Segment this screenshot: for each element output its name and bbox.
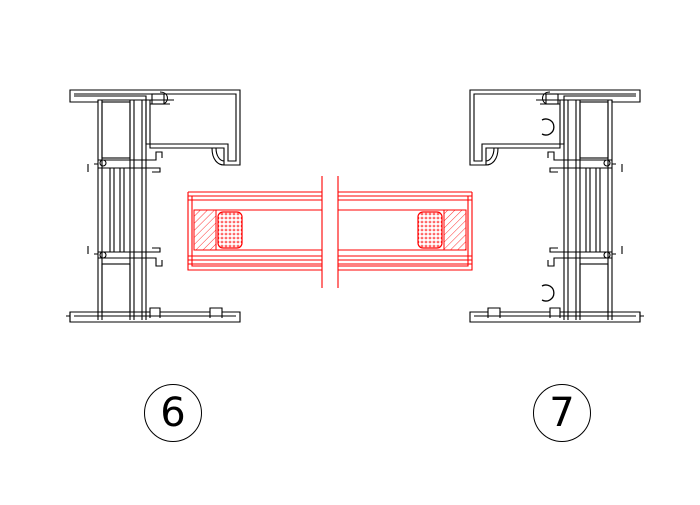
right-frame-profile [469,89,644,323]
right-spacer [417,209,467,251]
callout-7-number: 7 [549,390,575,436]
callout-6: 6 [144,384,202,442]
center-break-lines [321,176,339,288]
callout-7: 7 [533,384,591,442]
left-frame-profile [66,89,241,323]
callout-6-number: 6 [160,390,186,436]
left-spacer [193,209,243,251]
